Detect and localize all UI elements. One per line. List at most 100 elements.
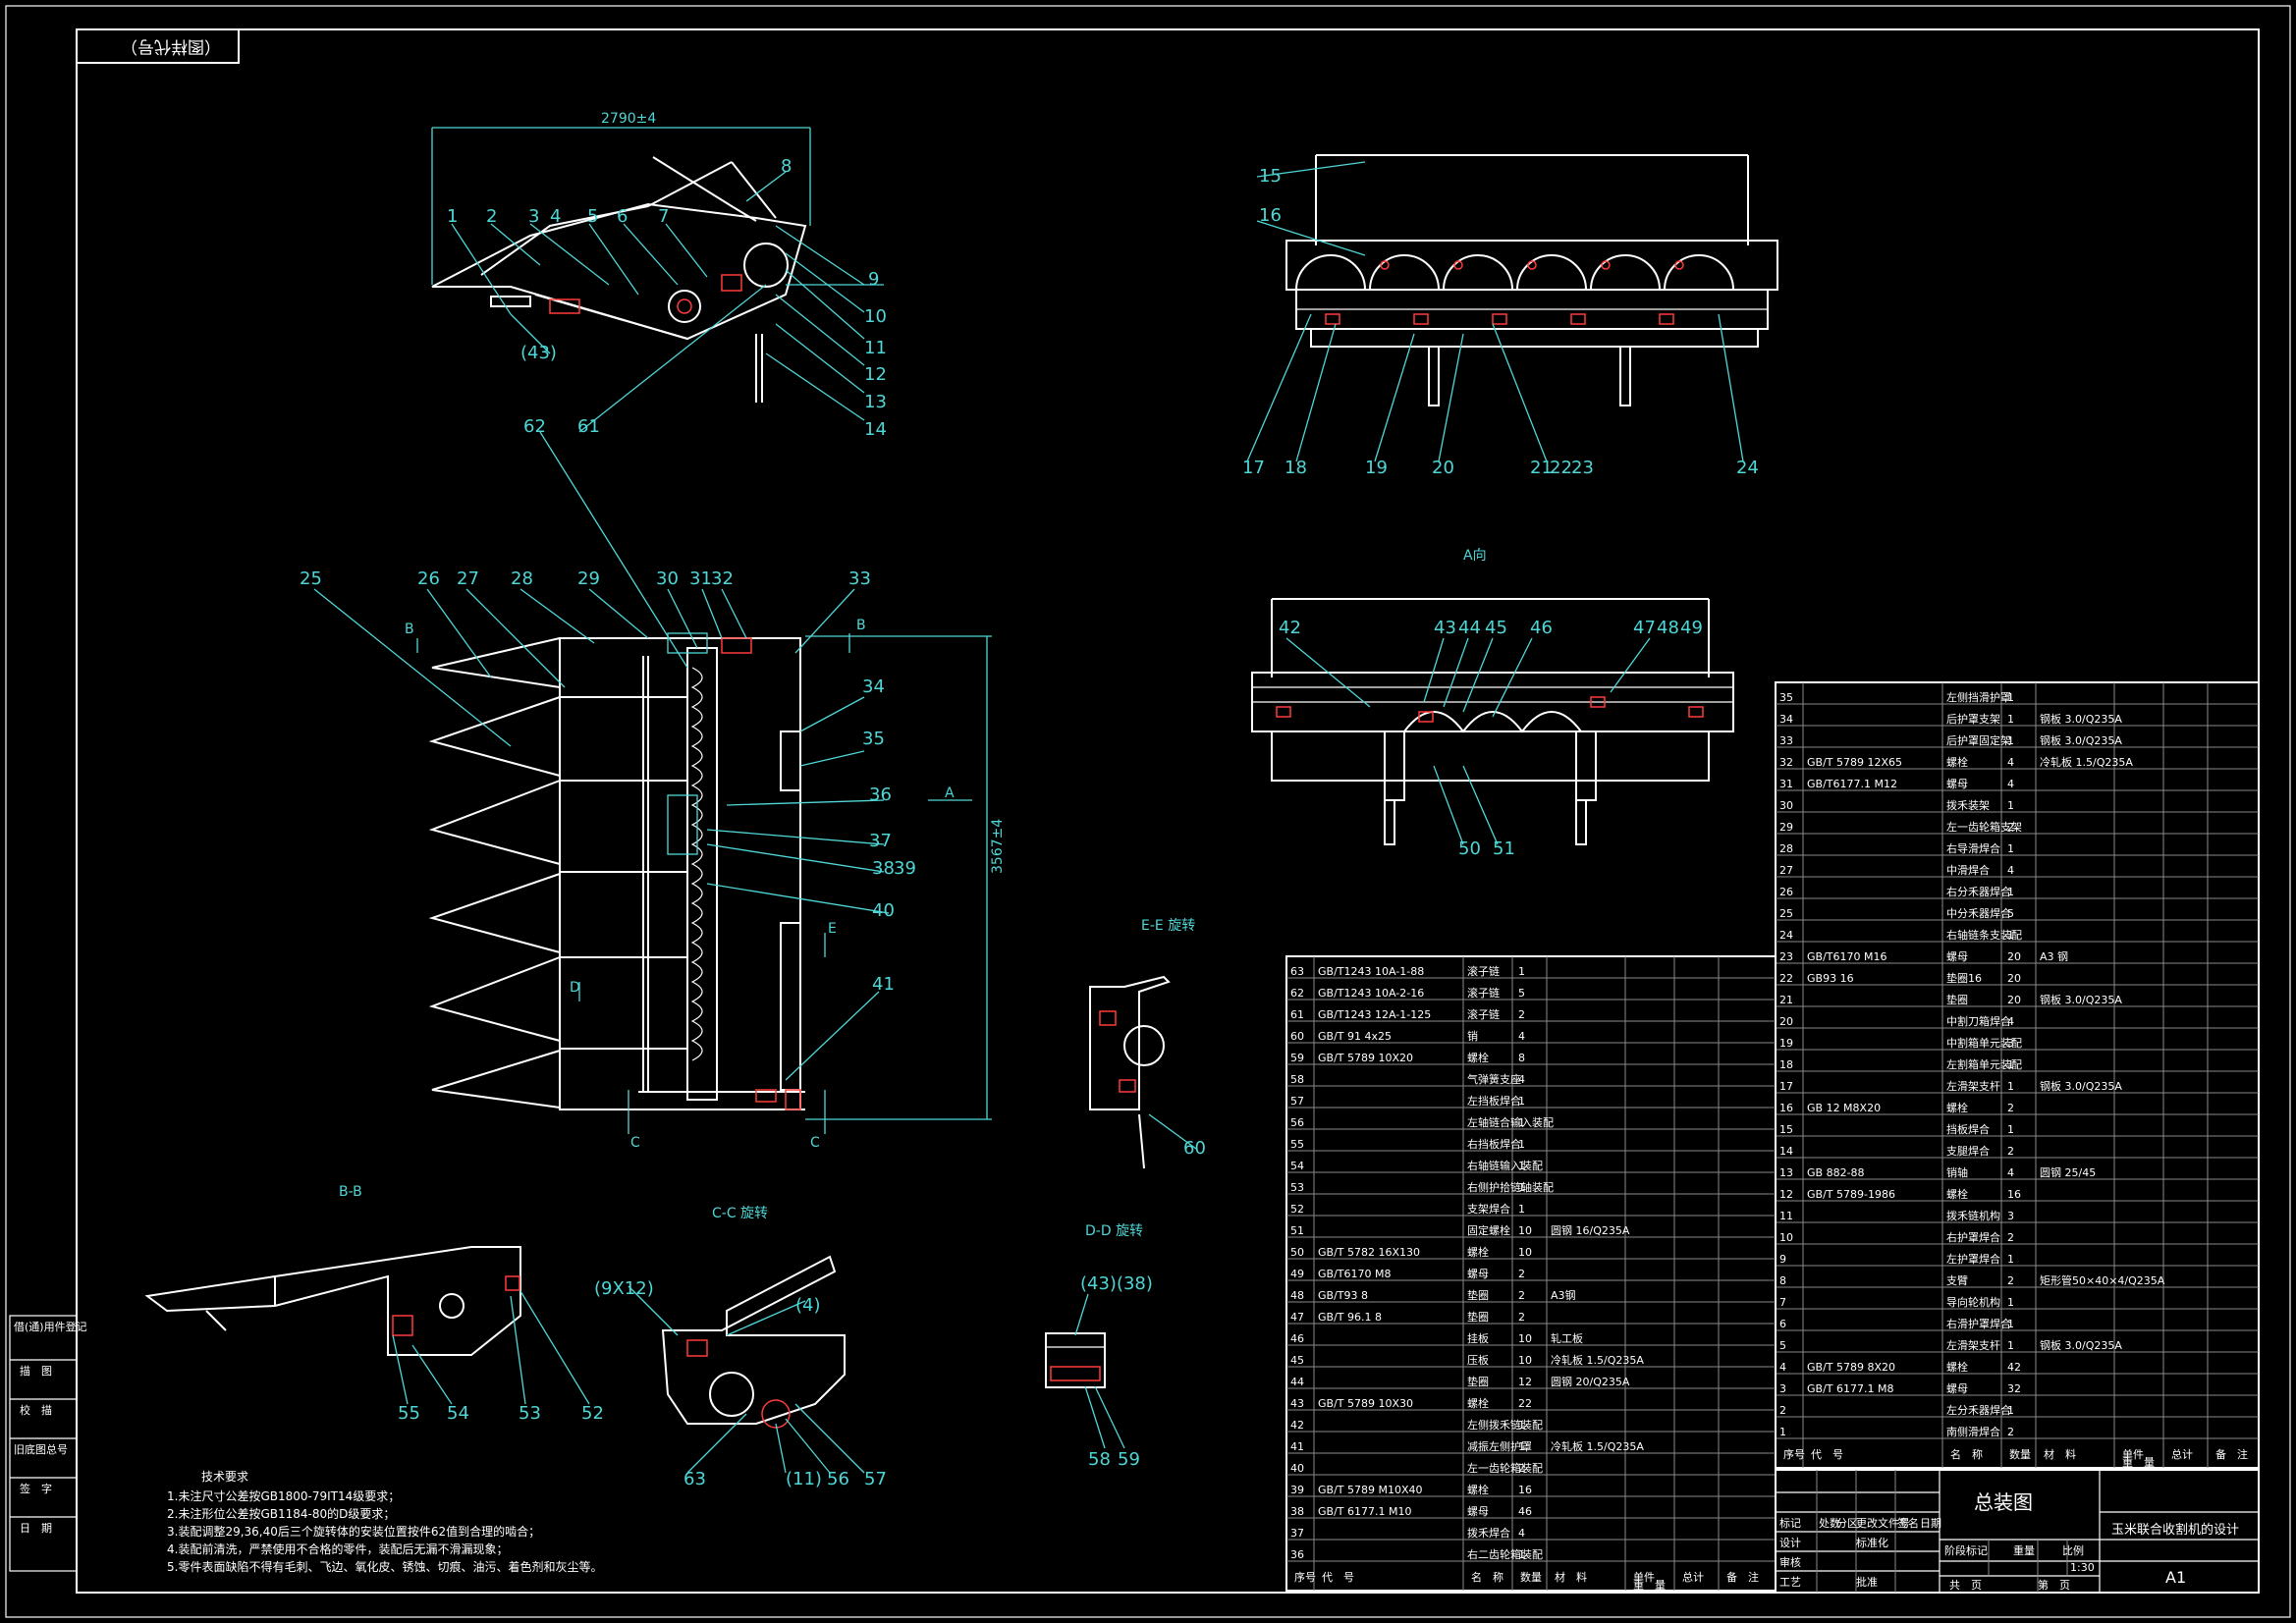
bom-right-cell-name: 支腿焊合 [1946, 1144, 1990, 1158]
bom-right-cell-qty: 1 [2007, 929, 2014, 942]
bom-right-cell-name: 后护罩固定架 [1946, 733, 2011, 747]
balloon-32: 32 [711, 568, 734, 589]
bom-mid-cell-name: 拨禾焊合 [1467, 1526, 1510, 1540]
bom-mid-cell-qty: 10 [1518, 1332, 1532, 1345]
bom-right-cell-name: 垫圈16 [1946, 971, 1982, 985]
bom-right-cell-no: 6 [1779, 1318, 1786, 1330]
bom-right-header-cell: 单件 [2122, 1448, 2144, 1461]
balloon-25: 25 [300, 568, 322, 589]
bom-right-cell-name: 左侧挡滑护罩 [1946, 690, 2011, 704]
balloon-1: 1 [447, 206, 458, 227]
note-1: 1.未注尺寸公差按GB1800-79IT14级要求； [167, 1488, 400, 1503]
balloon-36: 36 [869, 784, 892, 805]
drawing-code-label: （图样代号） [121, 36, 221, 56]
bom-mid-cell-qty: 1 [1518, 1138, 1525, 1151]
bom-mid-cell-code: GB/T1243 10A-1-88 [1318, 965, 1424, 978]
bom-right-cell-name: 右滑护罩焊合 [1946, 1317, 2011, 1330]
bom-right-cell-qty: 4 [2007, 864, 2014, 877]
view-label-cc: C-C 旋转 [712, 1206, 768, 1221]
bom-right-cell-qty: 4 [2007, 778, 2014, 790]
strip-old-no: 旧底图总号 [14, 1442, 68, 1456]
balloon-22: 22 [1550, 458, 1572, 478]
bom-right-cell-code: GB/T6177.1 M12 [1807, 778, 1897, 790]
bom-right-cell-name: 左护罩焊合 [1946, 1252, 2000, 1266]
bom-right-header-cell: 序号 [1783, 1447, 1805, 1461]
bom-mid-cell-qty: 5 [1518, 987, 1525, 1000]
bom-right-cell-no: 35 [1779, 691, 1793, 704]
view-label-a: A向 [1463, 548, 1487, 564]
bom-mid-cell-name: 螺栓 [1467, 1051, 1489, 1064]
bom-right-cell-code: GB 882-88 [1807, 1166, 1865, 1179]
bom-mid-cell-code: GB/T1243 12A-1-125 [1318, 1008, 1431, 1021]
bom-mid-cell-no: 54 [1290, 1160, 1304, 1172]
bom-mid-cell-no: 61 [1290, 1008, 1304, 1021]
balloon-60: 60 [1183, 1138, 1206, 1159]
bom-mid-header-cell: 总计 [1682, 1570, 1704, 1584]
bom-right-cell-material: 冷轧板 1.5/Q235A [2040, 755, 2133, 769]
bom-mid-cell-qty: 1 [1518, 1419, 1525, 1432]
bom-mid-cell-no: 59 [1290, 1052, 1304, 1064]
bom-mid-cell-no: 57 [1290, 1095, 1304, 1108]
bom-mid-cell-name: 左一齿轮箱装配 [1467, 1461, 1543, 1475]
cc-leaders [628, 1285, 865, 1474]
bom-mid-cell-name: 垫圈 [1467, 1375, 1489, 1388]
drawing-code-box [76, 28, 240, 64]
view-label-bb: B-B [339, 1184, 362, 1200]
balloon-33: 33 [848, 568, 871, 589]
bom-right-header-cell: 代 号 [1811, 1448, 1843, 1461]
bom-mid-cell-code: GB/T 5789 10X30 [1318, 1397, 1413, 1410]
bom-mid-cell-code: GB/T 5789 M10X40 [1318, 1484, 1423, 1496]
bom-right-cell-name: 右轴链条支装配 [1946, 928, 2022, 942]
bom-mid-cell-name: 螺栓 [1467, 1245, 1489, 1259]
bom-mid-cell-material: A3钢 [1551, 1289, 1576, 1302]
section-mark-b-right: B [856, 618, 866, 633]
bom-right-cell-qty: 4 [2007, 1166, 2014, 1179]
tb-label-count: 处数 [1819, 1517, 1840, 1530]
bom-right-cell-no: 33 [1779, 734, 1793, 747]
bom-mid-cell-name: 垫圈 [1467, 1288, 1489, 1302]
tb-label-mark: 标记 [1779, 1516, 1801, 1530]
balloon-43: 43 [1434, 618, 1456, 638]
bom-right-cell-qty: 1 [2007, 1404, 2014, 1417]
bom-right-frame [1775, 681, 2260, 1469]
bom-right-cell-material: 矩形管50×40×4/Q235A [2040, 1273, 2165, 1287]
tb-label-sign: 签名 [1897, 1516, 1919, 1530]
balloon-57: 57 [864, 1469, 887, 1489]
bom-right-cell-name: 中分禾器焊合 [1946, 906, 2011, 920]
bom-right-cell-code: GB/T 6177.1 M8 [1807, 1382, 1893, 1395]
tb-label-stage: 阶段标记 [1944, 1543, 1988, 1557]
balloon-15: 15 [1259, 166, 1282, 187]
bom-right-cell-name: 螺栓 [1946, 1360, 1968, 1374]
bom-mid-cell-no: 49 [1290, 1268, 1304, 1280]
bom-mid-cell-name: 左侧拨禾链装配 [1467, 1418, 1543, 1432]
strip-sign: 签 字 [20, 1482, 52, 1495]
balloon-13: 13 [864, 392, 887, 412]
bom-right-cell-no: 24 [1779, 929, 1793, 942]
bom-right-cell-no: 34 [1779, 713, 1793, 726]
bom-mid-cell-name: 左轴链合输入装配 [1467, 1115, 1554, 1129]
tb-label-page: 第 页 [2038, 1578, 2070, 1592]
top-leaders [451, 171, 884, 433]
balloon-30: 30 [656, 568, 679, 589]
bom-right-cell-no: 21 [1779, 994, 1793, 1006]
bom-mid-cell-material: 圆钢 16/Q235A [1551, 1224, 1630, 1237]
bom-mid-cell-code: GB/T1243 10A-2-16 [1318, 987, 1424, 1000]
bom-mid-cell-no: 43 [1290, 1397, 1304, 1410]
balloon-3: 3 [528, 206, 539, 227]
balloon-9x12: (9X12) [594, 1278, 654, 1299]
bb-section [144, 1246, 521, 1356]
bom-right-cell-code: GB/T 5789 8X20 [1807, 1361, 1895, 1374]
bom-mid-cell-qty: 1 [1518, 1548, 1525, 1561]
bom-mid-cell-no: 45 [1290, 1354, 1304, 1367]
bom-right-cell-name: 左滑架支杆 [1946, 1338, 2000, 1352]
a-view [1251, 598, 1734, 845]
bom-right-cell-name: 螺母 [1946, 778, 1968, 790]
bom-right-cell-material: 钢板 3.0/Q235A [2040, 993, 2122, 1006]
bom-mid-cell-no: 47 [1290, 1311, 1304, 1324]
strip-reg: 借(通)用件登记 [14, 1320, 87, 1333]
bom-right-cell-no: 4 [1779, 1361, 1786, 1374]
bom-right-cell-qty: 1 [2007, 1058, 2014, 1071]
bom-mid-cell-qty: 8 [1518, 1052, 1525, 1064]
bom-right-cell-qty: 1 [2007, 842, 2014, 855]
